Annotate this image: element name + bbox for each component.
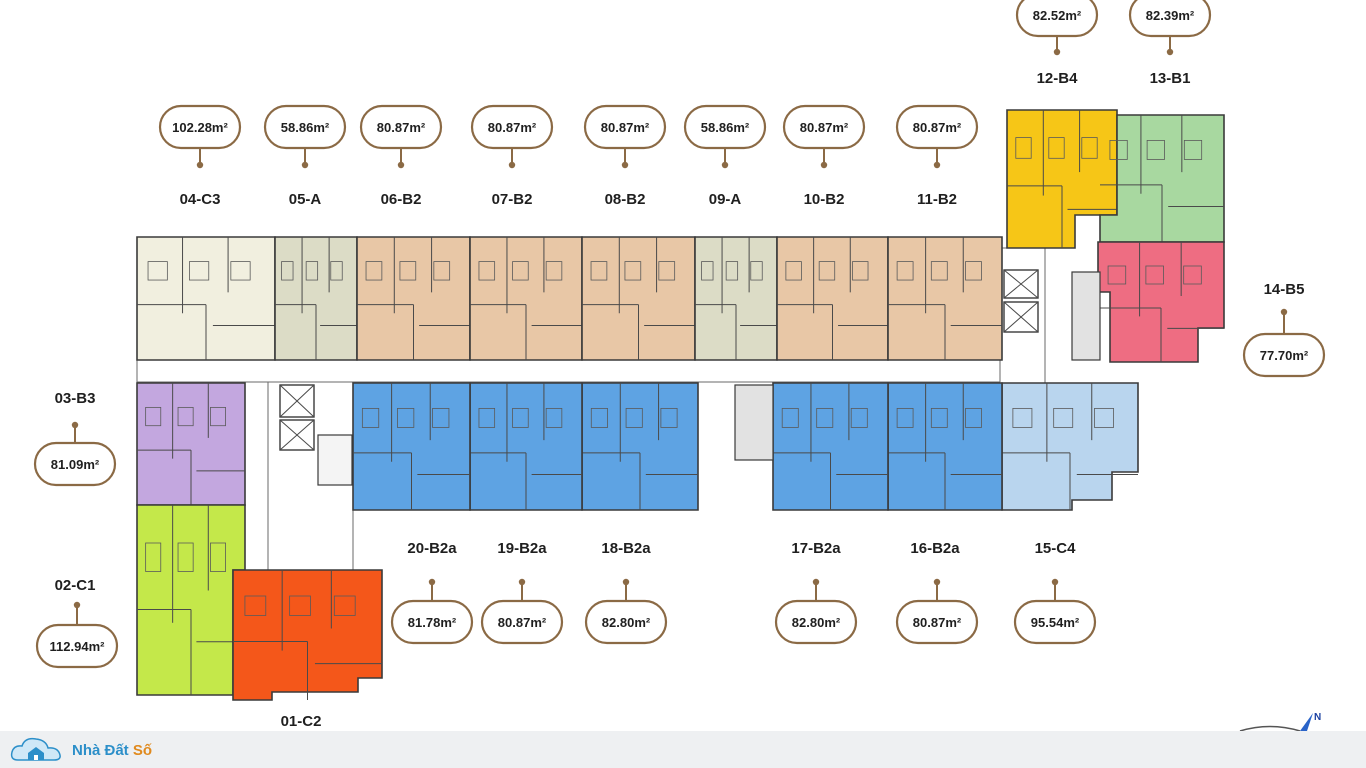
area-badge-16-b2a (895, 599, 979, 645)
unit-label-03-b3: 03-B3 (55, 390, 96, 407)
apartment-12-b4 (1006, 109, 1118, 249)
leader-dot-07-b2 (508, 161, 516, 169)
unit-labels: 04-C3 102.28m² 05-A 58.86m² 06-B2 80.87m² 07-B… (33, 0, 1326, 730)
unit-label-01-c2: 01-C2 (281, 713, 322, 730)
elevator-core-right (1003, 269, 1101, 361)
apartment-06-b2 (356, 236, 471, 361)
unit-label-12-b4: 12-B4 (1037, 70, 1079, 87)
footer-bar (0, 731, 1366, 768)
area-value-16-b2a: 80.87m² (913, 615, 962, 630)
area-value-08-b2: 80.87m² (601, 120, 650, 135)
leader-dot-19-b2a (518, 578, 526, 586)
unit-label-10-b2: 10-B2 (804, 191, 845, 208)
unit-label-20-b2a: 20-B2a (407, 540, 457, 557)
stair-core-center (734, 384, 774, 461)
area-badge-17-b2a (774, 599, 858, 645)
apartment-20-b2a (352, 382, 471, 511)
apartment-04-c3 (136, 236, 276, 361)
leader-dot-08-b2 (621, 161, 629, 169)
area-value-09-a: 58.86m² (701, 120, 750, 135)
leader-dot-16-b2a (933, 578, 941, 586)
elevator-core-left (279, 384, 353, 486)
area-value-15-c4: 95.54m² (1031, 615, 1080, 630)
area-value-18-b2a: 82.80m² (602, 615, 651, 630)
leader-dot-12-b4 (1053, 48, 1061, 56)
unit-label-05-a: 05-A (289, 191, 322, 208)
unit-label-16-b2a: 16-B2a (910, 540, 960, 557)
area-value-19-b2a: 80.87m² (498, 615, 547, 630)
apartment-03-b3 (136, 382, 246, 506)
apartment-19-b2a (469, 382, 583, 511)
apartment-07-b2 (469, 236, 583, 361)
area-badge-02-c1 (35, 623, 119, 669)
area-badge-20-b2a (390, 599, 474, 645)
area-value-03-b3: 81.09m² (51, 457, 100, 472)
leader-dot-09-a (721, 161, 729, 169)
area-value-04-c3: 102.28m² (172, 120, 228, 135)
svg-text:N: N (1314, 712, 1321, 723)
area-value-20-b2a: 81.78m² (408, 615, 457, 630)
unit-label-17-b2a: 17-B2a (791, 540, 841, 557)
apartment-14-b5 (1097, 241, 1225, 363)
unit-label-02-c1: 02-C1 (55, 577, 96, 594)
leader-dot-18-b2a (622, 578, 630, 586)
area-value-13-b1: 82.39m² (1146, 8, 1195, 23)
leader-dot-14-b5 (1280, 308, 1288, 316)
unit-label-14-b5: 14-B5 (1264, 281, 1305, 298)
apartment-05-a (274, 236, 358, 361)
leader-dot-03-b3 (71, 421, 79, 429)
apartment-10-b2 (776, 236, 889, 361)
cloud-house-icon (10, 737, 61, 761)
unit-label-19-b2a: 19-B2a (497, 540, 547, 557)
unit-label-15-c4: 15-C4 (1035, 540, 1077, 557)
apartment-17-b2a (772, 382, 889, 511)
area-value-17-b2a: 82.80m² (792, 615, 841, 630)
logo-text: Nhà Đất Số (72, 741, 153, 759)
north-compass-icon: N (1239, 712, 1321, 732)
unit-label-13-b1: 13-B1 (1150, 70, 1191, 87)
area-value-02-c1: 112.94m² (50, 639, 106, 654)
area-value-05-a: 58.86m² (281, 120, 330, 135)
leader-dot-05-a (301, 161, 309, 169)
apartment-02-c1 (136, 504, 246, 696)
area-value-06-b2: 80.87m² (377, 120, 426, 135)
area-badge-15-c4 (1013, 599, 1097, 645)
apartment-09-a (694, 236, 778, 361)
apartment-16-b2a (887, 382, 1003, 511)
site-logo: Nhà Đất Số (8, 734, 152, 766)
unit-label-06-b2: 06-B2 (381, 191, 422, 208)
area-value-10-b2: 80.87m² (800, 120, 849, 135)
leader-dot-13-b1 (1166, 48, 1174, 56)
leader-dot-17-b2a (812, 578, 820, 586)
apartment-units (136, 109, 1225, 701)
apartment-13-b1 (1099, 114, 1225, 243)
apartment-15-c4 (1001, 382, 1139, 511)
unit-label-04-c3: 04-C3 (180, 191, 221, 208)
area-badge-19-b2a (480, 599, 564, 645)
area-value-12-b4: 82.52m² (1033, 8, 1082, 23)
area-value-11-b2: 80.87m² (913, 120, 962, 135)
unit-label-09-a: 09-A (709, 191, 742, 208)
area-badge-14-b5 (1242, 332, 1326, 378)
apartment-08-b2 (581, 236, 696, 361)
unit-label-07-b2: 07-B2 (492, 191, 533, 208)
apartment-11-b2 (887, 236, 1003, 361)
leader-dot-20-b2a (428, 578, 436, 586)
area-badge-18-b2a (584, 599, 668, 645)
area-badge-03-b3 (33, 441, 117, 487)
leader-dot-06-b2 (397, 161, 405, 169)
unit-label-18-b2a: 18-B2a (601, 540, 651, 557)
unit-label-08-b2: 08-B2 (605, 191, 646, 208)
unit-label-11-b2: 11-B2 (917, 191, 957, 208)
area-value-14-b5: 77.70m² (1260, 348, 1309, 363)
leader-dot-10-b2 (820, 161, 828, 169)
leader-dot-04-c3 (196, 161, 204, 169)
leader-dot-02-c1 (73, 601, 81, 609)
area-value-07-b2: 80.87m² (488, 120, 537, 135)
leader-dot-15-c4 (1051, 578, 1059, 586)
apartment-18-b2a (581, 382, 699, 511)
leader-dot-11-b2 (933, 161, 941, 169)
apartment-01-c2 (232, 569, 383, 701)
